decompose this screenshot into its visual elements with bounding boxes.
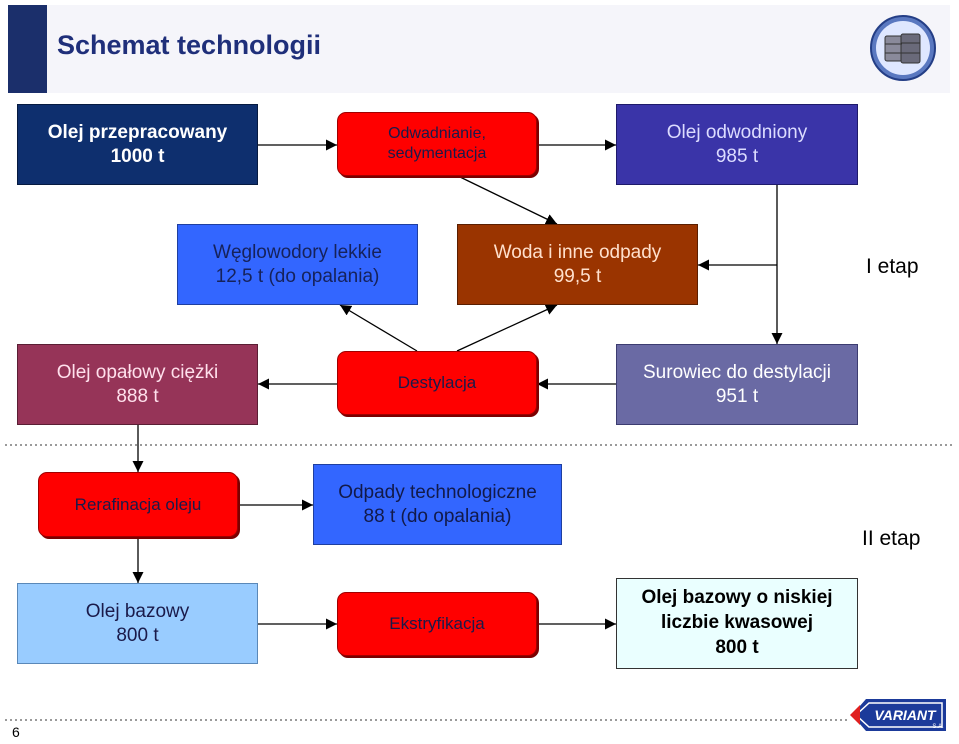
arrow-destylacja-to-woda bbox=[456, 304, 558, 352]
node-label: liczbie kwasowej bbox=[660, 612, 814, 634]
oil-barrels-icon bbox=[869, 14, 937, 82]
stage-label-2: II etap bbox=[862, 527, 921, 550]
node-label: sedymentacja bbox=[387, 145, 487, 162]
node-olej-przepracowany: Olej przepracowany 1000 t bbox=[17, 104, 258, 185]
node-value: 99,5 t bbox=[553, 265, 602, 287]
node-surowiec: Surowiec do destylacji 951 t bbox=[616, 344, 858, 425]
node-olej-bazowy: Olej bazowy 800 t bbox=[17, 583, 258, 664]
arrow-destylacja-to-weglowodory bbox=[339, 304, 418, 352]
logo-suffix: S.A. bbox=[932, 724, 944, 730]
node-value: 800 t bbox=[116, 624, 159, 646]
node-label: Ekstryfikacja bbox=[389, 614, 485, 634]
node-label: Olej bazowy bbox=[85, 600, 190, 622]
node-olej-bazowy-niska-liczba: Olej bazowy o niskiej liczbie kwasowej 8… bbox=[616, 578, 858, 669]
slide-number: 6 bbox=[12, 724, 20, 740]
node-label: Olej odwodniony bbox=[666, 121, 808, 143]
stage-label-1: I etap bbox=[866, 255, 919, 278]
node-label: Odpady technologiczne bbox=[338, 481, 537, 503]
node-olej-odwodniony: Olej odwodniony 985 t bbox=[616, 104, 858, 185]
node-label: Węglowodory lekkie bbox=[213, 241, 382, 263]
title-accent bbox=[8, 5, 47, 93]
page-title: Schemat technologii bbox=[57, 30, 322, 60]
node-destylacja: Destylacja bbox=[337, 351, 537, 415]
node-rerafinacja: Rerafinacja oleju bbox=[38, 472, 238, 537]
node-olej-opalowy: Olej opałowy ciężki 888 t bbox=[17, 344, 258, 425]
node-value: 800 t bbox=[715, 636, 759, 658]
node-label: Surowiec do destylacji bbox=[643, 361, 831, 383]
node-value: 951 t bbox=[715, 385, 759, 407]
node-odwadnianie: Odwadnianie, sedymentacja bbox=[337, 112, 537, 176]
node-value: 88 t (do opalania) bbox=[363, 505, 512, 527]
node-label: Olej przepracowany bbox=[47, 121, 228, 143]
node-value: 888 t bbox=[116, 385, 159, 407]
node-weglowodory: Węglowodory lekkie 12,5 t (do opalania) bbox=[177, 224, 418, 305]
node-label: Destylacja bbox=[397, 373, 477, 393]
node-label: Olej bazowy o niskiej bbox=[641, 587, 833, 609]
node-label: Olej opałowy ciężki bbox=[56, 361, 219, 383]
node-value: 12,5 t (do opalania) bbox=[215, 265, 380, 287]
node-odpady-technologiczne: Odpady technologiczne 88 t (do opalania) bbox=[313, 464, 562, 545]
node-woda: Woda i inne odpady 99,5 t bbox=[457, 224, 698, 305]
node-label: Rerafinacja oleju bbox=[74, 494, 202, 514]
node-ekstryfikacja: Ekstryfikacja bbox=[337, 592, 537, 656]
arrow-odwadnianie-to-woda bbox=[457, 175, 558, 225]
node-value: 985 t bbox=[715, 145, 759, 167]
logo-text: VARIANT bbox=[874, 707, 937, 723]
node-value: 1000 t bbox=[110, 145, 165, 167]
node-label: Woda i inne odpady bbox=[493, 241, 662, 263]
title-panel bbox=[47, 5, 950, 93]
variant-logo: VARIANT S.A. bbox=[850, 693, 950, 739]
node-label: Odwadnianie, bbox=[388, 125, 486, 142]
